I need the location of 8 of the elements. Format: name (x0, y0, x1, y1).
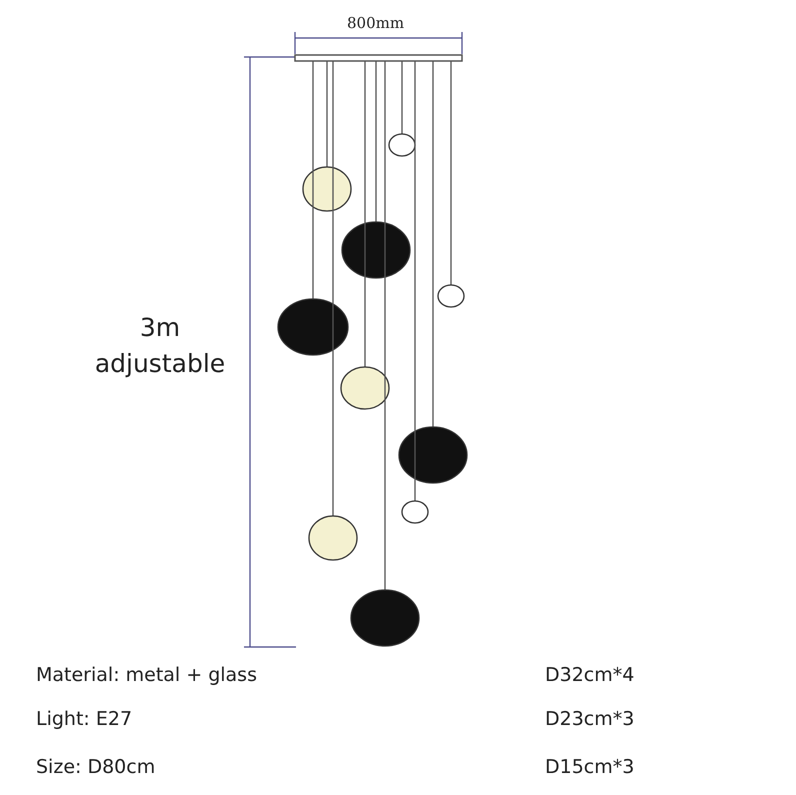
spec-text: Material: metal + glass (36, 664, 257, 686)
spec-text: D23cm*3 (545, 708, 634, 730)
spec-text: D15cm*3 (545, 756, 634, 778)
dimension-label: 800mm (347, 14, 404, 32)
spec-text: D32cm*4 (545, 664, 634, 686)
spec-text: Size: D80cm (36, 756, 156, 778)
dimension-label: 3m adjustable (94, 312, 226, 380)
spec-text: Light: E27 (36, 708, 132, 730)
